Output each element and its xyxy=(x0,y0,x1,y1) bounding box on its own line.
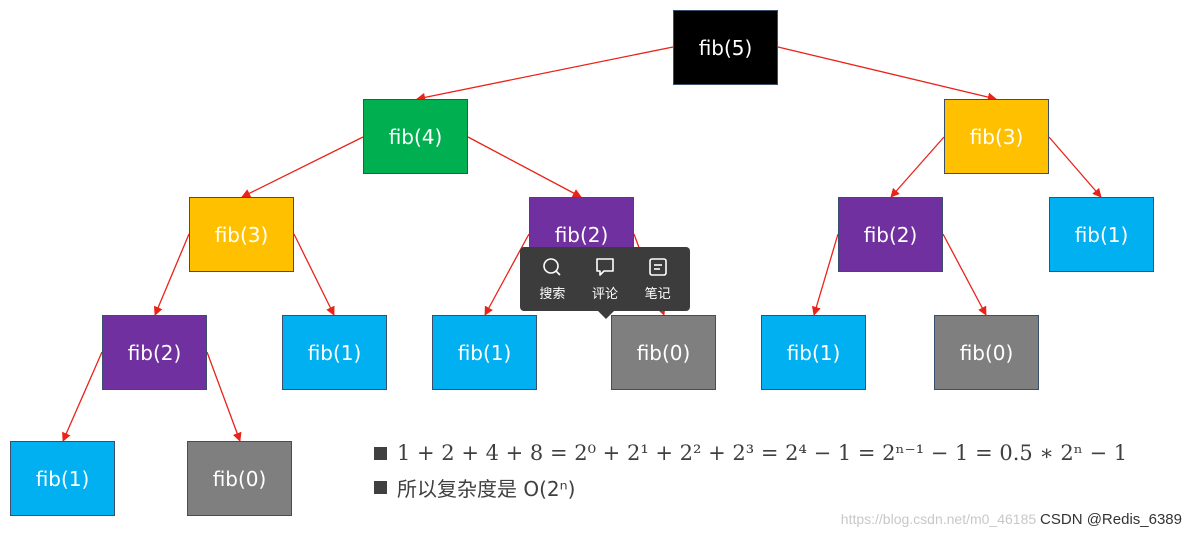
formula-line: 1 + 2 + 4 + 8 = 2⁰ + 2¹ + 2² + 2³ = 2⁴ −… xyxy=(374,436,1127,470)
node-fib0: fib(0) xyxy=(934,315,1039,390)
note-action[interactable]: 笔记 xyxy=(645,257,671,302)
complexity-line: 所以复杂度是 O(2ⁿ) xyxy=(374,470,1127,504)
tree-edge xyxy=(153,233,190,316)
tree-edge xyxy=(241,136,364,198)
bullet-notes: 1 + 2 + 4 + 8 = 2⁰ + 2¹ + 2² + 2³ = 2⁴ −… xyxy=(374,436,1127,504)
bullet-square-icon xyxy=(374,446,387,460)
tree-edge xyxy=(942,233,987,316)
node-fib3-left: fib(3) xyxy=(189,197,294,272)
tree-edge xyxy=(293,233,335,316)
tree-edge xyxy=(206,351,242,442)
node-fib1: fib(1) xyxy=(432,315,537,390)
node-fib5-root: fib(5) xyxy=(673,10,778,85)
node-fib1: fib(1) xyxy=(10,441,115,516)
comment-icon xyxy=(596,257,614,276)
node-fib2-left: fib(2) xyxy=(102,315,207,390)
node-fib0: fib(0) xyxy=(187,441,292,516)
comment-label: 评论 xyxy=(591,286,618,302)
tree-edge xyxy=(1048,136,1102,198)
watermark-url: https://blog.csdn.net/m0_46185 xyxy=(840,511,1037,527)
selection-toolbar: 搜索 评论 笔记 xyxy=(520,247,690,319)
node-fib1: fib(1) xyxy=(761,315,866,390)
comment-action[interactable]: 评论 xyxy=(592,257,618,302)
note-label: 笔记 xyxy=(644,286,671,302)
search-icon xyxy=(543,257,561,276)
tree-edge xyxy=(777,46,997,102)
bullet-square-icon xyxy=(374,480,387,494)
tree-edge xyxy=(811,233,839,316)
search-label: 搜索 xyxy=(539,286,566,302)
watermark: https://blog.csdn.net/m0_46185 CSDN @Red… xyxy=(841,511,1182,528)
node-fib2-right: fib(2) xyxy=(838,197,943,272)
node-fib1-far-right: fib(1) xyxy=(1049,197,1154,272)
node-fib1: fib(1) xyxy=(282,315,387,390)
tree-edge xyxy=(467,136,582,198)
note-icon xyxy=(648,257,667,276)
formula-text: 1 + 2 + 4 + 8 = 2⁰ + 2¹ + 2² + 2³ = 2⁴ −… xyxy=(397,441,1128,465)
search-action[interactable]: 搜索 xyxy=(539,257,565,302)
watermark-brand: CSDN @Redis_6389 xyxy=(1040,511,1182,528)
complexity-text: 所以复杂度是 O(2ⁿ) xyxy=(397,476,576,501)
tree-edge xyxy=(62,351,103,442)
tree-edge xyxy=(416,46,674,102)
node-fib3-right: fib(3) xyxy=(944,99,1049,174)
node-fib0: fib(0) xyxy=(611,315,716,390)
tree-edge xyxy=(890,136,945,198)
node-fib4: fib(4) xyxy=(363,99,468,174)
